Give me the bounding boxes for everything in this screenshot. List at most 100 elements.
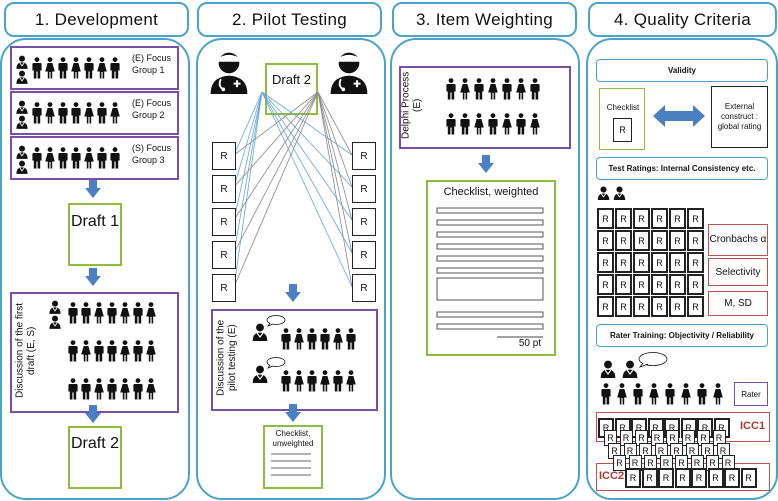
person-icon	[488, 78, 498, 100]
header-pilot-testing-label: 2. Pilot Testing	[231, 9, 348, 29]
rated-checklist: R	[615, 230, 632, 251]
validity-rated-checklist: R	[613, 118, 632, 142]
rated-checklist: R	[352, 175, 376, 203]
speaker-icon	[622, 360, 638, 378]
expert-icon	[597, 186, 610, 200]
rated-checklist: R	[666, 430, 679, 446]
rated-checklist: R	[707, 468, 724, 488]
person-icon	[488, 113, 498, 135]
person-icon	[502, 113, 512, 135]
rated-checklist: R	[687, 252, 704, 273]
draft2-label: Draft 2	[70, 435, 119, 452]
rater-box: Rater	[734, 382, 768, 406]
draft1-box	[68, 203, 122, 266]
rated-checklist: R	[352, 208, 376, 236]
pilot-draft-label: Draft 2	[271, 72, 311, 87]
speech-bubble-icon	[266, 315, 286, 327]
person-icon	[446, 113, 456, 135]
rated-checklist: R	[641, 468, 658, 488]
validity-header: Validity	[596, 59, 768, 82]
rated-checklist: R	[633, 230, 650, 251]
person-icon	[333, 370, 343, 392]
header-item-weighting: 3. Item Weighting	[392, 2, 577, 37]
person-icon	[346, 370, 356, 392]
icc2-label: ICC2	[599, 470, 625, 482]
selectivity-box: Selectivity	[708, 258, 768, 286]
person-icon	[320, 328, 330, 350]
draft2-box	[68, 426, 122, 489]
rated-checklist: R	[352, 274, 376, 302]
selectivity-label: Selectivity	[715, 266, 761, 278]
person-icon	[281, 328, 291, 350]
person-icon	[307, 328, 317, 350]
person-icon	[516, 78, 526, 100]
rated-checklist: R	[615, 274, 632, 295]
rated-checklist: R	[633, 274, 650, 295]
arrow-down-icon	[285, 284, 301, 302]
msd-box: M, SD	[708, 291, 768, 316]
rated-checklist: R	[658, 468, 674, 488]
rated-checklist: R	[212, 208, 236, 236]
rated-checklist: R	[633, 252, 650, 273]
person-icon	[601, 383, 611, 405]
delphi-process-label: Delphi Process (E)	[400, 71, 424, 140]
rated-checklist: R	[691, 468, 707, 488]
person-icon	[281, 370, 291, 392]
rated-checklist: R	[706, 455, 719, 471]
rated-checklist: R	[674, 468, 691, 488]
external-construct-box: External construct : global rating	[711, 86, 768, 148]
cronbach-box: Cronbachs α	[708, 224, 768, 256]
rated-checklist: R	[740, 468, 757, 488]
person-icon	[333, 328, 343, 350]
cronbach-label: Cronbachs α	[709, 234, 767, 245]
rater-training-header: Rater Training: Objectivity / Reliabilit…	[596, 324, 768, 347]
person-icon	[307, 370, 317, 392]
rated-checklist: R	[651, 296, 668, 317]
header-development-label: 1. Development	[34, 9, 159, 29]
speech-bubble-icon	[266, 357, 286, 369]
arrow-down-icon	[85, 405, 101, 423]
arrow-down-icon	[85, 268, 101, 286]
rated-checklist: R	[212, 175, 236, 203]
person-icon	[294, 370, 304, 392]
column-pilot-testing	[196, 38, 386, 500]
rated-checklist: R	[597, 296, 614, 317]
person-icon	[530, 113, 540, 135]
person-icon	[474, 78, 484, 100]
person-icon	[665, 383, 675, 405]
msd-label: M, SD	[724, 298, 752, 309]
focus-group-2-label: (E) Focus Group 2	[132, 98, 172, 120]
header-item-weighting-label: 3. Item Weighting	[415, 9, 554, 29]
rated-checklist: R	[644, 455, 657, 471]
focus-group-1-label: (E) Focus Group 1	[132, 53, 172, 75]
person-icon	[294, 328, 304, 350]
person-icon	[697, 383, 707, 405]
test-ratings-header: Test Ratings: Internal Consistency etc.	[596, 157, 768, 180]
pilot-draft-box	[265, 63, 318, 115]
person-icon	[681, 383, 691, 405]
person-icon	[502, 78, 512, 100]
rated-checklist: R	[669, 296, 686, 317]
rated-checklist: R	[615, 252, 632, 273]
rated-checklist: R	[625, 468, 641, 488]
rater-label: Rater	[741, 389, 761, 399]
person-icon	[320, 370, 330, 392]
rated-checklist: R	[724, 468, 740, 488]
unweighted-checklist-label: Checklist, unweighted	[272, 429, 314, 448]
rated-checklist: R	[675, 455, 688, 471]
person-icon	[516, 113, 526, 135]
rated-checklist: R	[597, 252, 614, 273]
rated-checklist: R	[651, 252, 668, 273]
rated-checklist: R	[352, 142, 376, 170]
person-icon	[460, 113, 470, 135]
rated-checklist: R	[687, 208, 704, 229]
rated-checklist: R	[669, 230, 686, 251]
points-total: 50 pt	[518, 338, 542, 349]
weighted-checklist-label: Checklist, weighted	[443, 186, 539, 198]
rated-checklist: R	[633, 296, 650, 317]
person-icon	[346, 328, 356, 350]
rated-checklist: R	[615, 208, 632, 229]
header-quality-criteria: 4. Quality Criteria	[588, 2, 777, 37]
draft1-label: Draft 1	[70, 213, 119, 230]
unweighted-checklist-box	[263, 425, 323, 489]
